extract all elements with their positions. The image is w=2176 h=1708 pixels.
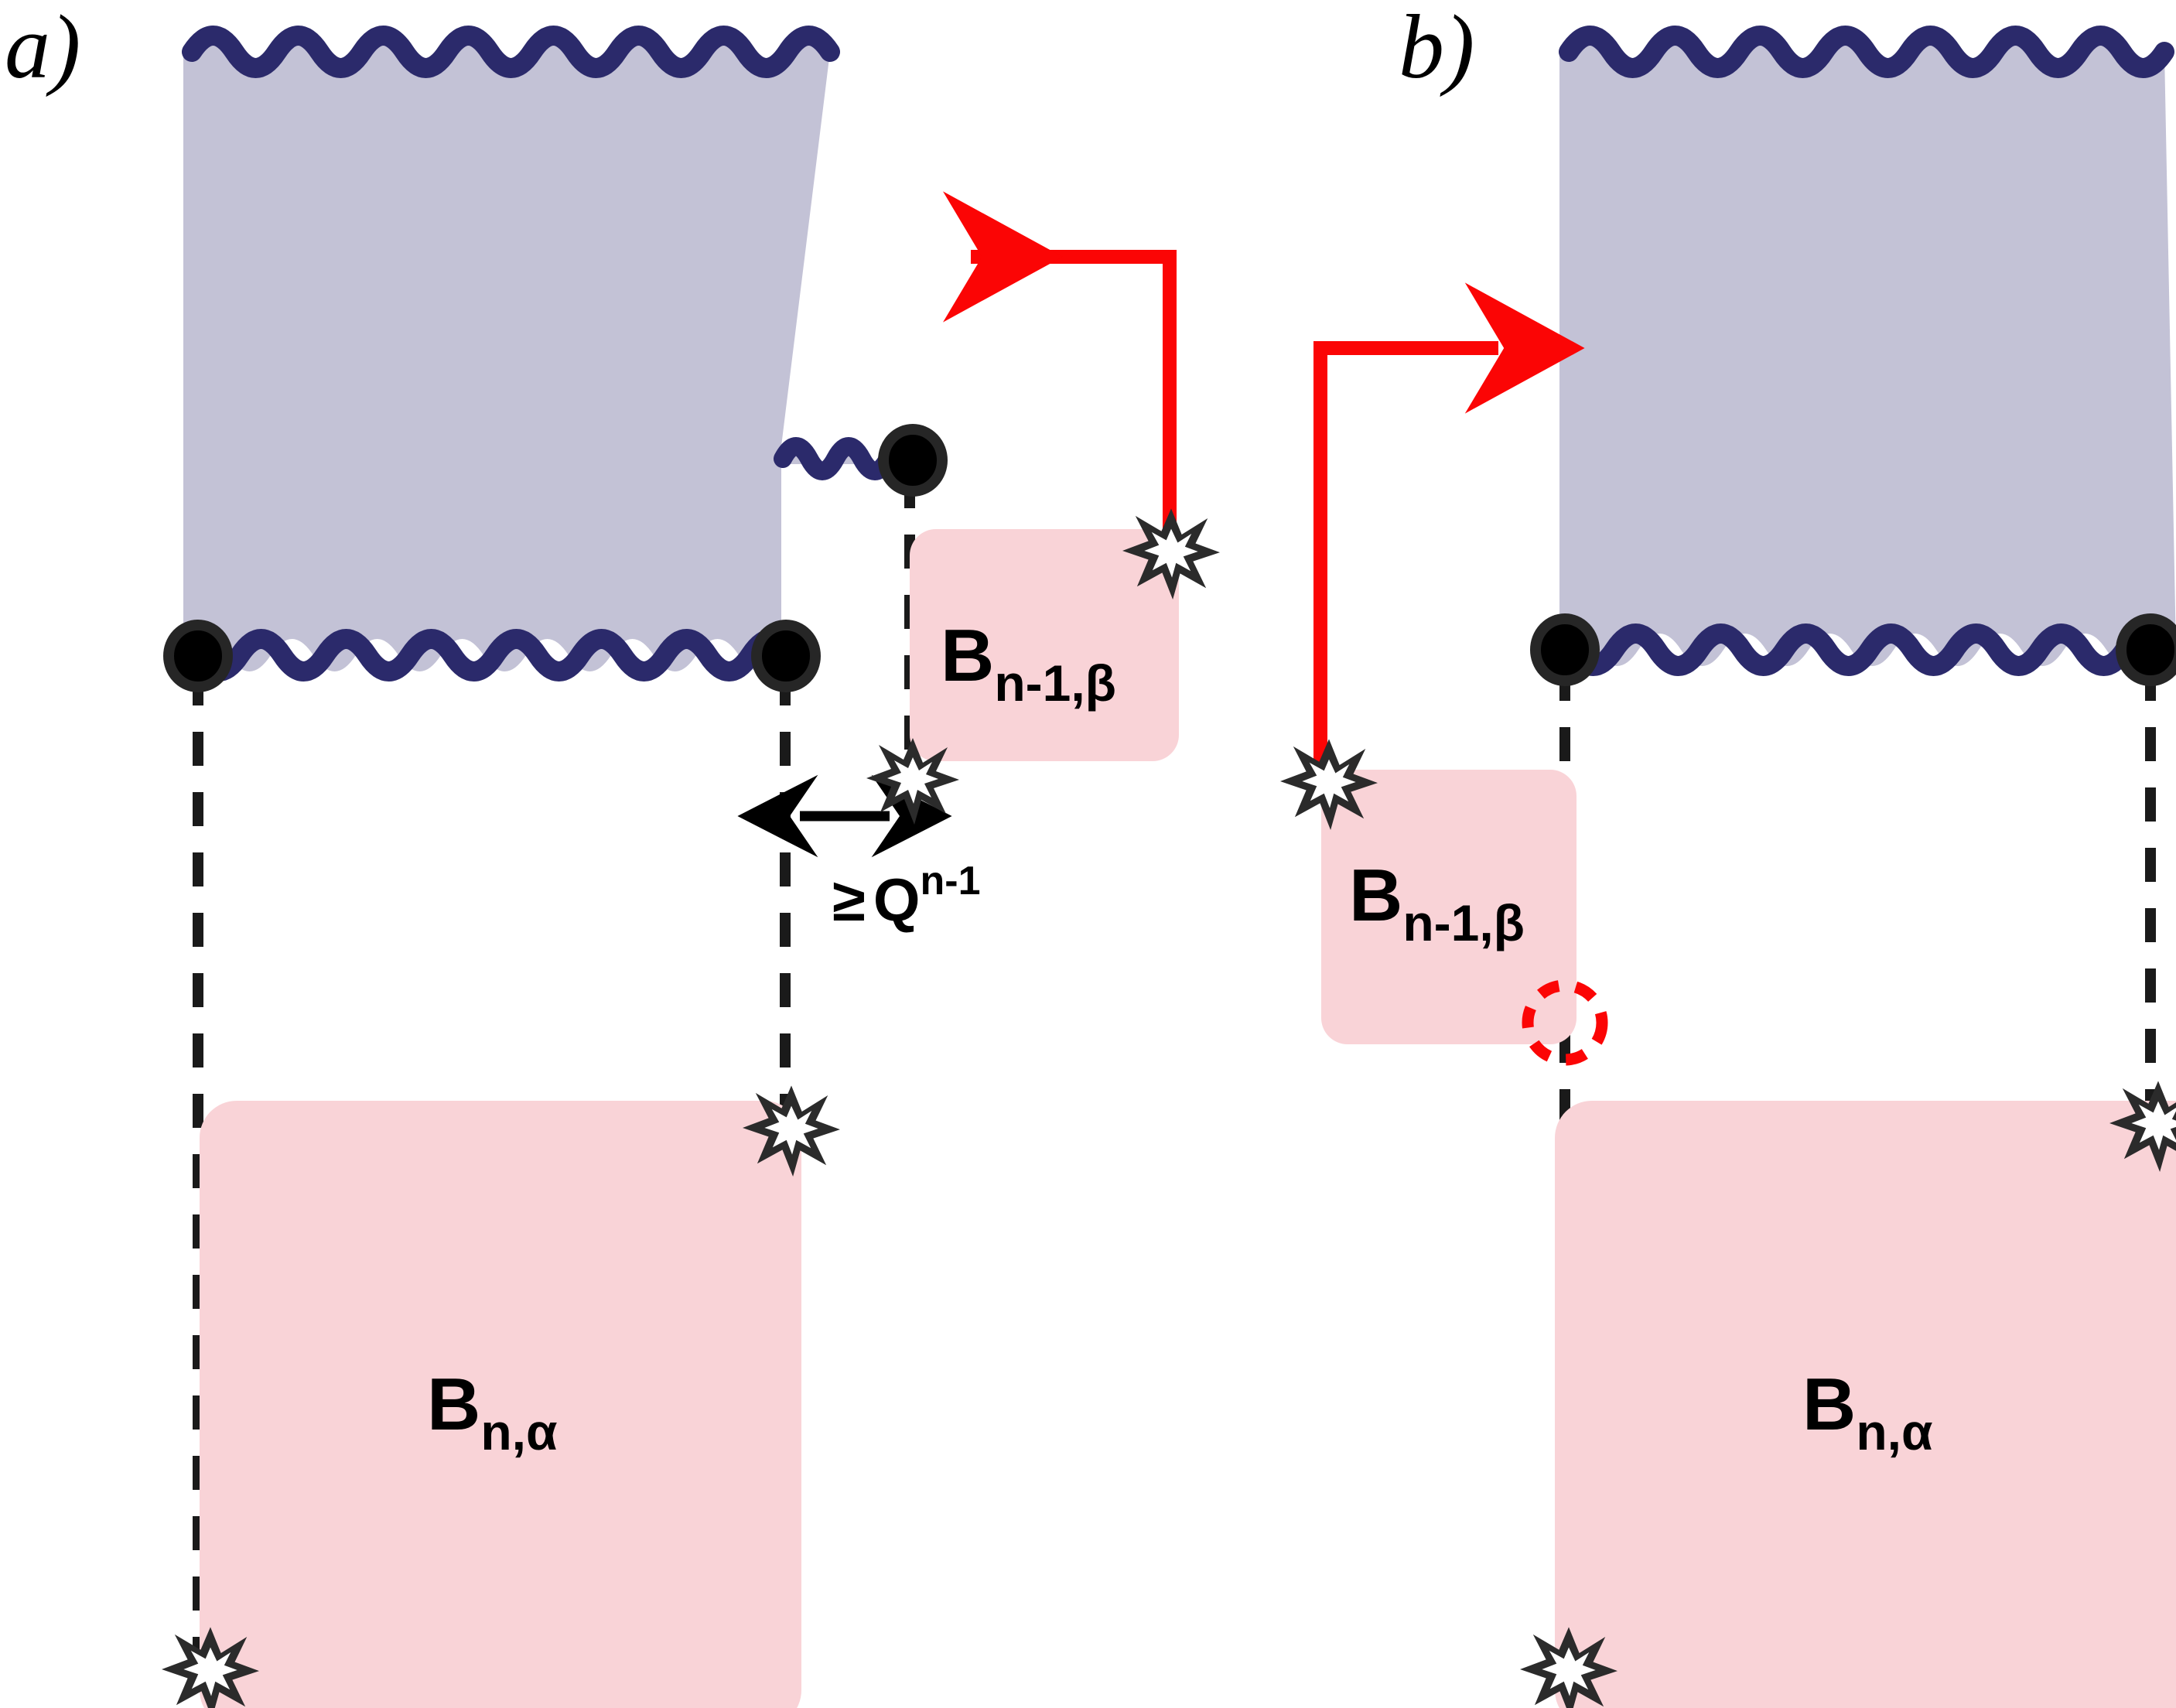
panel-a-label: a) (5, 0, 80, 97)
panel-a: a) Bn-1,β Bn,α ≥Qn-1 (5, 0, 1220, 1708)
panel-a-small-pink-block (910, 529, 1179, 761)
panel-a-large-pink-block (200, 1101, 801, 1708)
panel-a-gap-label: ≥Qn-1 (832, 859, 980, 934)
panel-b-top-wave (1559, 26, 2174, 78)
panel-b-label: b) (1399, 0, 1474, 97)
panel-b-small-pink-block (1321, 770, 1576, 1044)
panel-b-middle-wave (1562, 623, 2176, 676)
panel-a-dot-mid (751, 620, 821, 692)
panel-a-red-arrow (943, 191, 1177, 534)
panel-a-purple-region (183, 36, 910, 671)
panel-b-purple-region (1553, 36, 2176, 666)
panel-a-step-wave (774, 437, 897, 480)
panel-a-dot-left (163, 620, 233, 692)
panel-b: b) Bn-1,β Bn,α (1280, 0, 2176, 1708)
panel-b-dot-left (1530, 613, 1600, 686)
panel-b-large-pink-block (1555, 1101, 2176, 1708)
panel-b-red-arrow (1313, 282, 1585, 774)
panel-b-small-block-label: Bn-1,β (1349, 854, 1525, 951)
panel-a-dot-upper (878, 424, 948, 497)
panel-b-dashed-red-circle (1522, 979, 1608, 1066)
panel-a-small-block-label: Bn-1,β (941, 614, 1116, 712)
panel-a-top-wave (182, 26, 840, 78)
panel-a-large-block-label: Bn,α (427, 1363, 558, 1460)
panel-a-middle-wave (187, 629, 803, 681)
panel-b-large-block-label: Bn,α (1802, 1363, 1933, 1460)
panel-b-dot-right (2116, 613, 2176, 686)
